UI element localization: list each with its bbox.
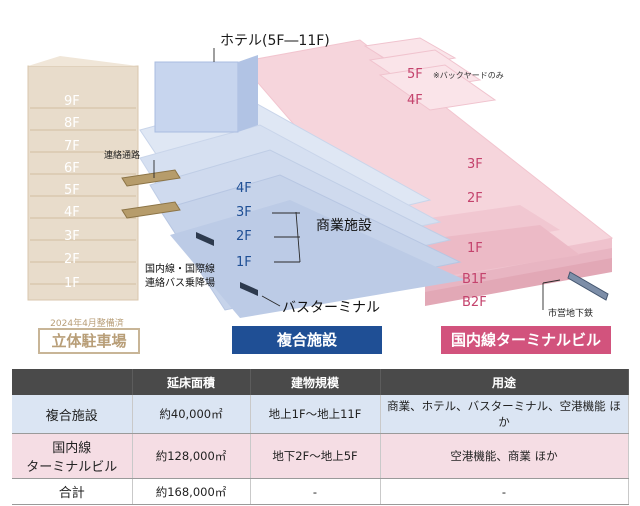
- terminal-floor-b1f: B1F: [462, 272, 487, 287]
- row-scale: 地上1F～地上11F: [250, 395, 381, 434]
- parking-floor-7f: 7F: [64, 139, 80, 154]
- terminal-floor-4f: 4F: [407, 93, 423, 108]
- parking-floor-1f: 1F: [64, 276, 80, 291]
- subway-train-icon: [567, 271, 609, 301]
- row-name-line1: 国内線: [52, 441, 92, 456]
- terminal-floor-labels: 5F 4F 3F 2F 1F B1F B2F: [407, 67, 487, 310]
- row-use: 空港機能、商業 ほか: [380, 433, 629, 479]
- terminal-floor-1f: 1F: [467, 241, 483, 256]
- parking-floor-3f: 3F: [64, 229, 80, 244]
- terminal-caption: 国内線ターミナルビル: [441, 326, 611, 354]
- commercial-label: 商業施設: [316, 218, 372, 234]
- parking-floor-2f: 2F: [64, 252, 80, 267]
- complex-floor-2f: 2F: [236, 229, 252, 244]
- row-area: 約168,000㎡: [132, 478, 251, 505]
- parking-floor-labels: 9F 8F 7F 6F 5F 4F 3F 2F 1F: [64, 94, 80, 291]
- table-row: 合計 約168,000㎡ - -: [12, 478, 629, 505]
- table-row: 国内線 ターミナルビル 約128,000㎡ 地下2F～地上5F 空港機能、商業 …: [12, 433, 629, 479]
- backyard-note: ※バックヤードのみ: [433, 71, 504, 80]
- row-scale: 地下2F～地上5F: [250, 433, 381, 479]
- subway-label: 市営地下鉄: [548, 307, 593, 319]
- header-floor-area: 延床面積: [132, 369, 251, 395]
- parking-floor-9f: 9F: [64, 94, 80, 109]
- row-use: -: [380, 478, 629, 505]
- summary-table: 延床面積 建物規模 用途 複合施設 約40,000㎡ 地上1F～地上11F 商業…: [12, 369, 629, 505]
- header-building-scale: 建物規模: [250, 369, 381, 395]
- parking-floor-5f: 5F: [64, 183, 80, 198]
- header-use: 用途: [380, 369, 629, 395]
- row-area: 約128,000㎡: [132, 433, 251, 479]
- complex-floor-1f: 1F: [236, 255, 252, 270]
- terminal-floor-b2f: B2F: [462, 295, 487, 310]
- row-use: 商業、ホテル、バスターミナル、空港機能 ほか: [380, 395, 629, 434]
- row-area: 約40,000㎡: [132, 395, 251, 434]
- parking-floor-8f: 8F: [64, 116, 80, 131]
- connector-corridors: [121, 169, 181, 219]
- parking-floor-4f: 4F: [64, 205, 80, 220]
- terminal-floor-5f: 5F: [407, 67, 423, 82]
- row-name: 複合施設: [12, 395, 133, 434]
- row-name: 国内線 ターミナルビル: [12, 433, 133, 479]
- complex-building: [139, 55, 465, 318]
- complex-floor-3f: 3F: [236, 205, 252, 220]
- complex-floor-4f: 4F: [236, 181, 252, 196]
- parking-floor-6f: 6F: [64, 161, 80, 176]
- terminal-floor-2f: 2F: [467, 191, 483, 206]
- bus-stop-label-line2: 連絡バス乗降場: [145, 276, 215, 289]
- bus-stop-label-line1: 国内線・国際線: [145, 262, 215, 275]
- bus-terminal-label: バスターミナル: [282, 300, 380, 316]
- connector-label: 連絡通路: [104, 149, 140, 161]
- table-header-row: 延床面積 建物規模 用途: [12, 369, 629, 395]
- complex-floor-labels: 4F 3F 2F 1F: [236, 181, 252, 270]
- header-blank: [12, 369, 133, 395]
- row-scale: -: [250, 478, 381, 505]
- table-row: 複合施設 約40,000㎡ 地上1F～地上11F 商業、ホテル、バスターミナル、…: [12, 395, 629, 434]
- leader-lines: [153, 48, 561, 310]
- terminal-floor-3f: 3F: [467, 157, 483, 172]
- parking-caption: 立体駐車場: [38, 328, 140, 354]
- parking-structure: [27, 56, 139, 301]
- row-name-line2: ターミナルビル: [26, 460, 118, 475]
- row-name: 合計: [12, 478, 133, 505]
- parking-date-note: 2024年4月整備済: [50, 319, 124, 329]
- complex-caption: 複合施設: [232, 326, 382, 354]
- hotel-label: ホテル(5F―11F): [220, 33, 330, 49]
- bus-icon: [196, 232, 258, 296]
